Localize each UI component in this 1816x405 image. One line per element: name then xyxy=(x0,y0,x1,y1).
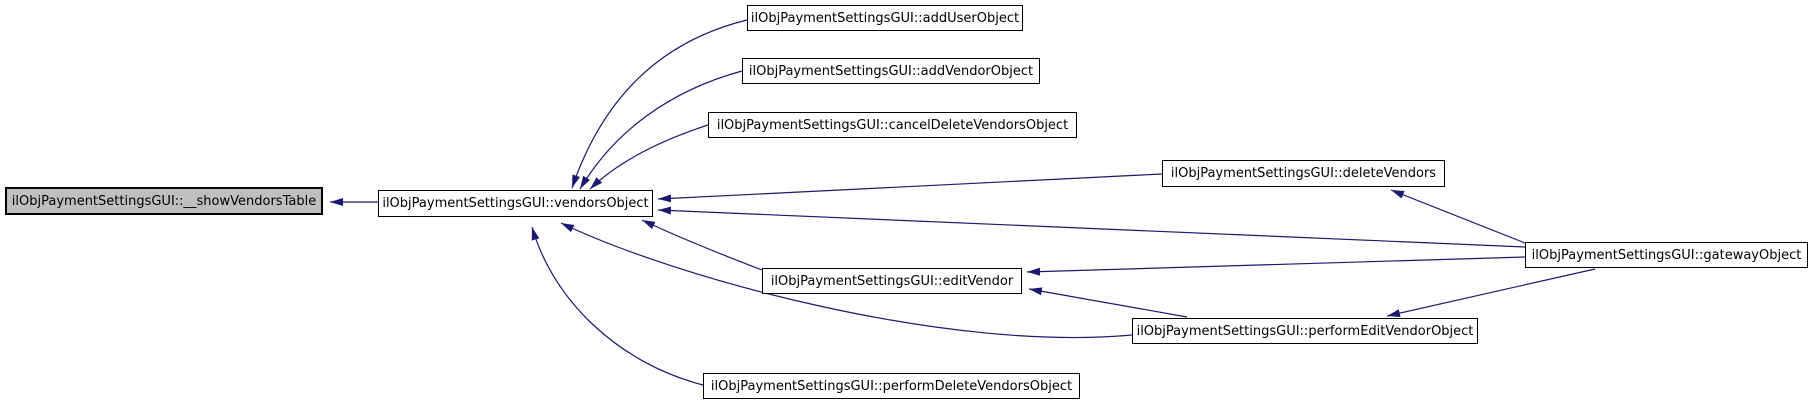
node-add-vendor-object[interactable]: ilObjPaymentSettingsGUI::addVendorObject xyxy=(742,58,1040,84)
edge-gatewayObject-to-editVendor xyxy=(1026,256,1526,276)
edge-performEditVendorObject-to-editVendor xyxy=(1028,287,1188,318)
node-perform-edit-vendor-object[interactable]: ilObjPaymentSettingsGUI::performEditVend… xyxy=(1132,318,1478,344)
node-edit-vendor[interactable]: ilObjPaymentSettingsGUI::editVendor xyxy=(762,268,1022,294)
edge-performDeleteVendorsObject-to-vendorsObject xyxy=(531,226,704,386)
edge-editVendor-to-vendorsObject xyxy=(641,219,763,271)
edge-performEditVendorObject-to-vendorsObject xyxy=(560,222,1133,339)
node-show-vendors-table[interactable]: ilObjPaymentSettingsGUI::__showVendorsTa… xyxy=(5,187,323,215)
node-delete-vendors[interactable]: ilObjPaymentSettingsGUI::deleteVendors xyxy=(1162,160,1445,187)
edge-gatewayObject-to-vendorsObject xyxy=(657,206,1526,248)
node-cancel-delete-vendors-object[interactable]: ilObjPaymentSettingsGUI::cancelDeleteVen… xyxy=(708,112,1077,138)
edge-gatewayObject-to-performEditVendorObject xyxy=(1386,268,1596,318)
edge-gatewayObject-to-deleteVendors xyxy=(1390,189,1526,244)
node-gateway-object[interactable]: ilObjPaymentSettingsGUI::gatewayObject xyxy=(1525,242,1808,268)
node-perform-delete-vendors-object[interactable]: ilObjPaymentSettingsGUI::performDeleteVe… xyxy=(703,373,1080,399)
node-vendors-object[interactable]: ilObjPaymentSettingsGUI::vendorsObject xyxy=(378,190,653,217)
edge-addUserObject-to-vendorsObject xyxy=(571,19,748,189)
edge-deleteVendors-to-vendorsObject xyxy=(657,173,1163,203)
edge-addVendorObject-to-vendorsObject xyxy=(579,70,743,190)
node-add-user-object[interactable]: ilObjPaymentSettingsGUI::addUserObject xyxy=(747,5,1023,31)
edge-cancelDeleteVendorsObject-to-vendorsObject xyxy=(589,124,709,190)
